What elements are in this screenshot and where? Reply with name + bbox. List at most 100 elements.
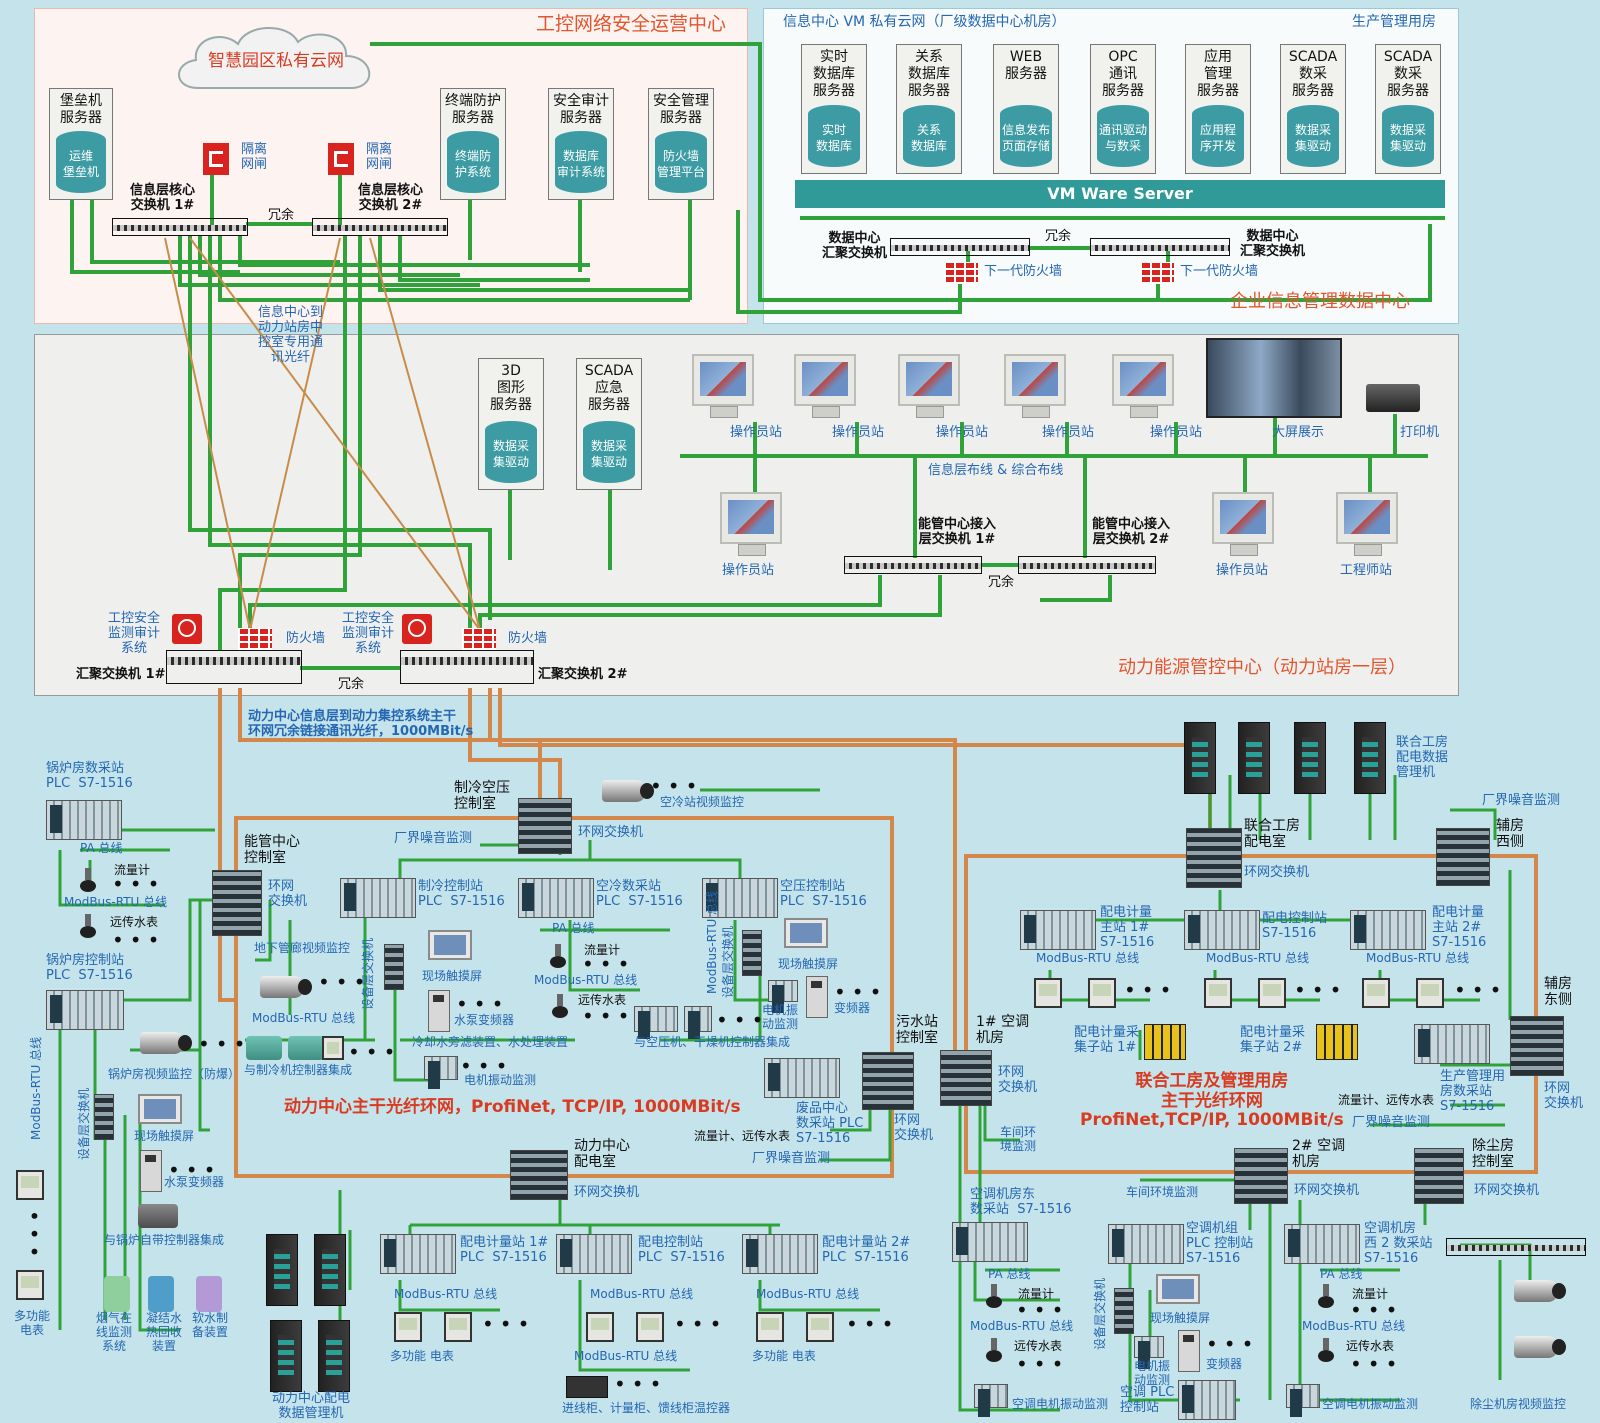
firewall-label-1: 防火墙 (286, 631, 326, 646)
remote-meter-label: 远传水表 (110, 915, 159, 929)
more-dots: ••• (1016, 1352, 1070, 1376)
dust-camera-icon (1514, 1336, 1566, 1358)
device-switch-r-vertical-label: 设备层交换机 (1093, 1277, 1107, 1350)
data-gateway-device (314, 1234, 346, 1306)
flowmeter-icon (550, 944, 566, 970)
flow-remote-label-r: 流量计、远传水表 (1338, 1093, 1435, 1107)
ac-west-plc (1284, 1224, 1360, 1264)
touchscreen-label: 现场触摸屏 (134, 1129, 195, 1143)
big-screen-icon (1206, 338, 1342, 418)
energy-ring-switch (212, 870, 262, 936)
dist-ctrl-label-r: 配电控制站 S7-1516 (1262, 911, 1328, 941)
ac-vibration-device (974, 1384, 1008, 1417)
flue-gas-label: 烟气在 线监测 系统 (96, 1311, 133, 1353)
more-dots: ••• (834, 980, 888, 1004)
noise-top-label: 厂界噪音监测 (1482, 793, 1561, 808)
modbus-label-5: ModBus-RTU 总线 (590, 1287, 694, 1301)
remote-water-meter-icon (552, 994, 568, 1020)
remote-meter-label-r2: 远传水表 (1346, 1339, 1395, 1353)
security-management-server: 安全管理 服务器 防火墙 管理平台 (648, 88, 714, 200)
remote-water-meter-icon (80, 914, 96, 940)
pa-bus-label-r: PA 总线 (988, 1267, 1031, 1281)
remote-water-meter-icon (1318, 1338, 1334, 1364)
controller-panel-icon (322, 1036, 344, 1060)
dc-switch-2-label: 数据中心 汇聚交换机 (1240, 229, 1306, 259)
air-daq-plc (518, 878, 594, 918)
vfd-label: 变频器 (834, 1001, 871, 1015)
operator-station-label: 操作员站 (1216, 563, 1269, 578)
agg-switch-1-label: 汇聚交换机 1# (76, 667, 166, 682)
multi-meter-label-2: 多功能 电表 (390, 1349, 454, 1363)
explosion-proof-camera-icon (140, 1032, 192, 1054)
dist-ctrl-label: 配电控制站 PLC S7-1516 (638, 1235, 725, 1265)
more-dots: ••• (318, 970, 372, 994)
joint-mgmt-gateway (1354, 722, 1386, 794)
ac-east-label: 空调机房东 数采站 S7-1516 (970, 1187, 1072, 1217)
isolation-gateway-icon (328, 143, 354, 175)
meter-main-2-plc (1350, 910, 1426, 950)
data-gateway-device (318, 1320, 350, 1392)
joint-ring-label: 联合工房及管理用房 主干光纤环网 ProfiNet,TCP/IP, 1000MB… (1080, 1071, 1344, 1131)
flowmeter-icon (80, 868, 96, 894)
meter-sub1-label: 配电计量站 1# PLC S7-1516 (460, 1235, 549, 1265)
agg-redundant-label: 冗余 (338, 677, 365, 692)
refrig-ring-switch (518, 798, 572, 854)
boiler-integration-label: 与锅炉自带控制器集成 (104, 1233, 225, 1247)
aggregation-switch-1 (166, 650, 302, 684)
refrig-station-label: 制冷控制站 PLC S7-1516 (418, 879, 505, 909)
firewall-icon (944, 262, 978, 284)
more-dots: ••• (112, 928, 166, 952)
device-switch-3-vertical-label: 设备层交换机 (721, 925, 735, 998)
condensate-label: 凝结水 热回收 装置 (146, 1311, 183, 1353)
pa-bus-label: PA 总线 (80, 841, 123, 855)
remote-water-meter-icon (986, 1338, 1002, 1364)
firewall-icon (462, 628, 496, 650)
endpoint-protection-server: 终端防护 服务器 终端防 护系统 (440, 88, 506, 200)
core-switch-1 (112, 218, 248, 236)
3d-graphics-server: 3D 图形 服务器数据采 集驱动 (478, 358, 544, 490)
more-dots: ••• (112, 872, 166, 896)
sewage-ring-switch (862, 1052, 914, 1110)
pump-vfd-icon (428, 990, 450, 1032)
ac-room2-switch (1234, 1148, 1288, 1204)
access-switch-2-label: 能管中心接入 层交换机 2# (1092, 517, 1171, 547)
modbus-label-r2: ModBus-RTU 总线 (1206, 951, 1310, 965)
scada-server-1: SCADA 数采 服务器数据采 集驱动 (1280, 44, 1346, 174)
ac-west-label: 空调机房 西 2 数采站 S7-1516 (1364, 1221, 1433, 1266)
soft-water-label: 软水制 备装置 (192, 1311, 229, 1339)
flue-gas-monitor-icon (104, 1276, 130, 1312)
touchscreen-icon (784, 918, 828, 948)
realtime-db-server: 实时 数据库 服务器实时 数据库 (801, 44, 867, 174)
bus-label: 信息层布线 & 综合布线 (928, 463, 1064, 478)
more-dots: ••• (1350, 1352, 1404, 1376)
operator-station-monitor-icon (794, 354, 856, 420)
flowmeter-label-r: 流量计 (1018, 1287, 1055, 1301)
power-mgmt-label: 动力中心配电 数据管理机 (272, 1391, 351, 1421)
device-layer-switch (1114, 1288, 1134, 1334)
trunk-note: 动力中心信息层到动力集控系统主干 环网冗余链接通讯光纤，1000MBit/s (248, 709, 474, 739)
printer-label: 打印机 (1400, 425, 1440, 440)
ac-vib-label-2: 空调电机振动监测 (1322, 1397, 1419, 1411)
firewall-icon (1140, 262, 1174, 284)
cloud-icon (178, 27, 371, 89)
operator-station-monitor-icon (692, 354, 754, 420)
operator-station-label: 操作员站 (936, 425, 989, 440)
operator-station-label: 操作员站 (1150, 425, 1203, 440)
compressor-camera-icon (602, 780, 654, 802)
data-center-subtitle: 生产管理用房 (1352, 14, 1436, 30)
device-layer-switch (384, 944, 404, 990)
engineer-station-monitor-icon (1336, 492, 1398, 558)
boiler-icon (138, 1204, 178, 1228)
ics-audit-label-1: 工控安全 监测审计 系统 (108, 611, 161, 656)
multifunction-meter-icon (586, 1312, 614, 1342)
access-switch-1 (844, 556, 982, 574)
modbus-label-4: ModBus-RTU 总线 (394, 1287, 498, 1301)
modbus-label-r4: ModBus-RTU 总线 (970, 1319, 1074, 1333)
touchscreen-label-r: 现场触摸屏 (1150, 1311, 1211, 1325)
operator-station-monitor-icon (1004, 354, 1066, 420)
energy-ring-switch-label: 环网 交换机 (268, 879, 308, 909)
dust-camera-icon (1514, 1280, 1566, 1302)
boiler-daq-plc (46, 800, 122, 840)
cloud-label: 智慧园区私有云网 (208, 51, 344, 71)
dust-room-label: 除尘房 控制室 (1472, 1138, 1514, 1171)
